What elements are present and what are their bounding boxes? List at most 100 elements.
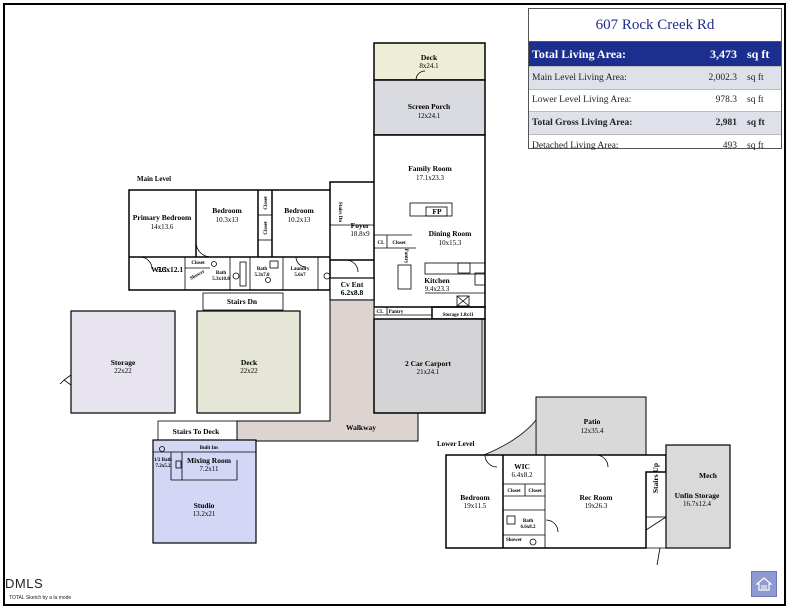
- wic-main-dims: 5.3x12.1: [157, 265, 184, 274]
- total-gross-row: Total Gross Living Area: 2,981 sq ft: [529, 112, 781, 135]
- bedroom-1-name: Bedroom: [212, 206, 242, 215]
- bath-half-name: Bath: [257, 267, 268, 272]
- studio-dims: 13.2x21: [193, 510, 216, 518]
- main-level-unit: sq ft: [747, 72, 764, 83]
- kitchen-name: Kitchen: [424, 276, 450, 285]
- deck-mid-name: Deck: [241, 358, 258, 367]
- storage-big-name: Storage: [111, 358, 136, 367]
- deck-top-name: Deck: [421, 53, 438, 62]
- screen-porch-dims: 12x24.1: [418, 112, 441, 120]
- dmls-logo: DMLS: [5, 576, 44, 591]
- area-summary-table: 607 Rock Creek Rd Total Living Area: 3,4…: [528, 8, 782, 151]
- page-frame: [3, 3, 786, 606]
- closet-l2-label: Closet: [528, 489, 542, 494]
- equal-housing-icon: [751, 571, 777, 597]
- pantry-v-label: Pantry: [403, 249, 408, 264]
- kitchen-dims: 9.4x23.3: [425, 285, 450, 293]
- mech-area: [665, 444, 731, 549]
- main-level-label: Main Level: [137, 175, 171, 183]
- patio-area: [535, 396, 647, 456]
- deck-mid-dims: 22x22: [240, 367, 258, 375]
- total-gross-value: 2,981: [715, 117, 737, 128]
- lower-level-row: Lower Level Living Area: 978.3 sq ft: [529, 90, 781, 113]
- foyer-name: Foyer: [351, 221, 370, 230]
- detached-row: Detached Living Area: 493 sq ft: [529, 135, 781, 157]
- wic-main-name: WIC: [151, 265, 167, 274]
- screen-porch-area: [373, 79, 486, 136]
- family-room-name: Family Room: [408, 164, 452, 173]
- built-ins-label: Built Ins: [200, 446, 219, 451]
- pantry-h-label: Pantry: [389, 310, 404, 315]
- laundry-dims: 5.6x7: [294, 273, 306, 278]
- bath-main-dims: 5.3x10.8: [212, 277, 230, 282]
- bedroom-1-dims: 10.3x13: [216, 216, 239, 224]
- detached-unit: sq ft: [747, 140, 764, 151]
- lower-level-value: 978.3: [715, 95, 737, 106]
- bedroom-lower-dims: 19x11.5: [464, 502, 487, 510]
- dining-room-name: Dining Room: [429, 229, 472, 238]
- detached-value: 493: [722, 140, 737, 151]
- family-room-dims: 17.1x23.3: [416, 174, 445, 182]
- primary-bedroom-dims: 14x13.6: [151, 223, 174, 231]
- bedroom-wing: [128, 189, 331, 291]
- walkway-label: Walkway: [346, 423, 376, 432]
- storage-big-dims: 22x22: [114, 367, 132, 375]
- lower-level-unit: sq ft: [747, 95, 764, 106]
- mech-label: Mech: [699, 471, 718, 480]
- stairs-to-deck-label: Stairs To Deck: [173, 427, 221, 436]
- stairs-dn-vertical-label: Stairs Dn: [337, 202, 342, 222]
- total-living-label: Total Living Area:: [532, 46, 627, 61]
- total-living-row: Total Living Area: 3,473 sq ft: [529, 42, 781, 67]
- bedroom-2-name: Bedroom: [284, 206, 314, 215]
- storage-small-label: Storage 1.8x11: [442, 313, 474, 318]
- lower-level-label: Lower Level Living Area:: [532, 95, 632, 106]
- mixing-room-name: Mixing Room: [187, 456, 232, 465]
- studio-area: [152, 439, 257, 544]
- bedroom-lower-name: Bedroom: [460, 493, 490, 502]
- patio-name: Patio: [584, 417, 601, 426]
- bath-lower-dims: 6.6x8.2: [521, 525, 537, 530]
- total-living-value: 3,473: [710, 46, 737, 61]
- lower-level-label: Lower Level: [437, 440, 474, 448]
- deck-top-dims: 8x24.1: [419, 62, 439, 70]
- unfin-storage-dims: 16.7x12.4: [683, 500, 712, 508]
- cv-ent-dims: 6.2x8.8: [341, 288, 364, 297]
- family-block: [373, 134, 486, 308]
- total-living-unit: sq ft: [747, 46, 770, 61]
- bedroom-2-dims: 10.2x13: [288, 216, 311, 224]
- unfin-storage-name: Unfin Storage: [675, 491, 720, 500]
- stairs-dn-label: Stairs Dn: [227, 297, 258, 306]
- closet-l1-label: Closet: [507, 489, 521, 494]
- main-level-row: Main Level Living Area: 2,002.3 sq ft: [529, 67, 781, 90]
- cl-1-label: CL: [378, 241, 386, 246]
- half-bath-dims: 7.2x5.2: [156, 464, 172, 469]
- wic-lower-dims: 6.4x8.2: [512, 471, 534, 479]
- total-gross-label: Total Gross Living Area:: [532, 117, 633, 128]
- mixing-room-dims: 7.2x11: [200, 465, 219, 473]
- patio-dims: 12x35.4: [581, 427, 604, 435]
- shower-lower-label: Shower: [506, 538, 523, 543]
- rec-room-dims: 19x26.3: [585, 502, 608, 510]
- carport-name: 2 Car Carport: [405, 359, 452, 368]
- half-bath-name: 1/2 Bath: [154, 458, 172, 463]
- cl-2-label: CL: [377, 310, 385, 315]
- main-level-value: 2,002.3: [708, 72, 738, 83]
- bath-main-name: Bath: [216, 271, 227, 276]
- wic-lower-name: WIC: [514, 462, 530, 471]
- main-level-label: Main Level Living Area:: [532, 72, 627, 83]
- screen-porch-name: Screen Porch: [408, 102, 451, 111]
- bath-half-dims: 5.3x7.8: [255, 273, 271, 278]
- sketch-credit: TOTAL Sketch by a la mode: [9, 595, 72, 601]
- closet-v2-label: Closet: [264, 221, 269, 235]
- fp-label: FP: [432, 207, 442, 216]
- dining-room-dims: 10x15.3: [439, 239, 462, 247]
- closet-small-label: Closet: [191, 261, 205, 266]
- closet-v1-label: Closet: [264, 196, 269, 210]
- stairs-up-label: Stairs Up: [651, 463, 660, 493]
- detached-label: Detached Living Area:: [532, 140, 619, 151]
- bath-lower-name: Bath: [523, 519, 534, 524]
- rec-room-name: Rec Room: [579, 493, 613, 502]
- total-gross-unit: sq ft: [747, 117, 765, 128]
- cv-ent-name: Cv Ent: [341, 280, 364, 289]
